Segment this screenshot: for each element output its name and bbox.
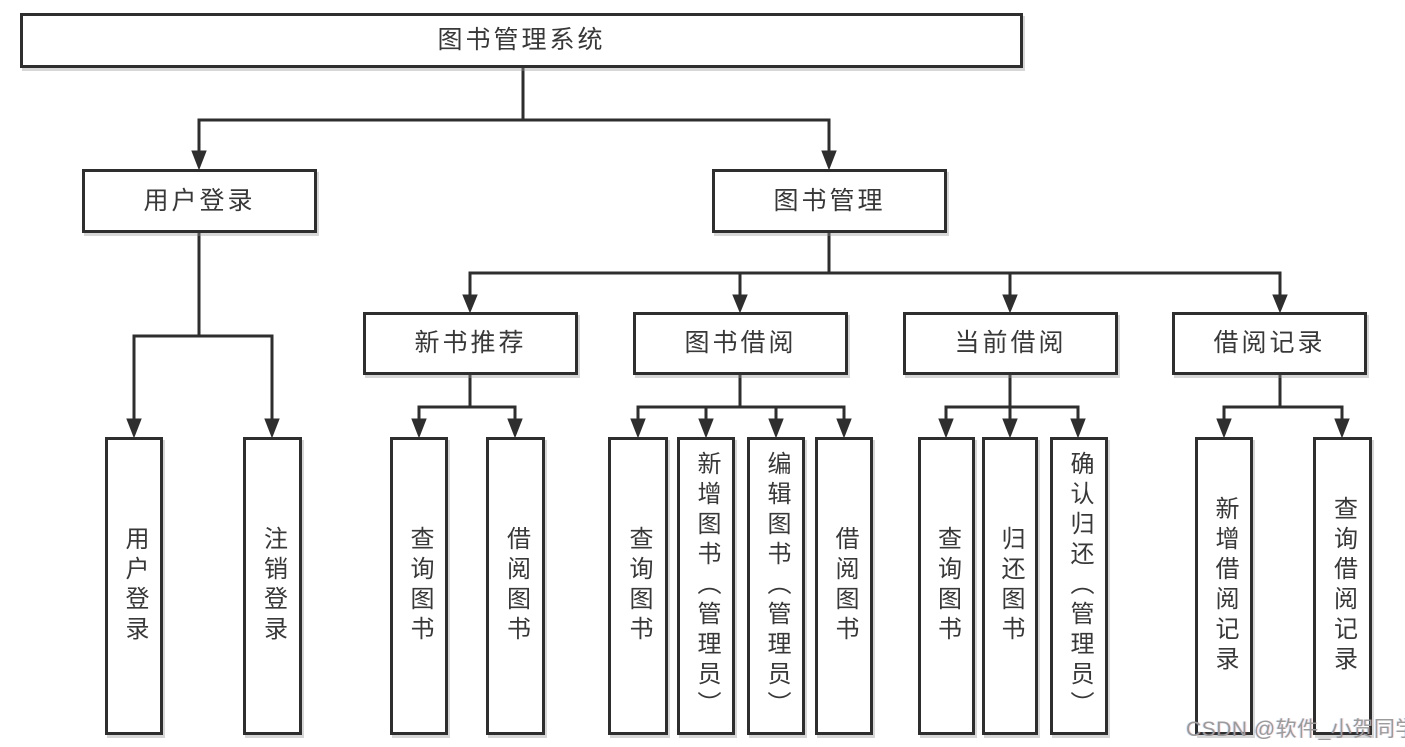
node-leaf-query-books-3-label: 查询图书	[933, 526, 961, 646]
connector-arrowhead	[1002, 294, 1018, 314]
node-book-borrow-label: 图书借阅	[684, 329, 797, 357]
node-leaf-edit-book-admin: 编辑图书（管理员）	[747, 437, 805, 735]
connector-arrowhead	[698, 418, 714, 439]
node-leaf-borrow-books-1-label: 借阅图书	[502, 526, 530, 646]
node-leaf-borrow-books-2: 借阅图书	[815, 437, 873, 735]
node-new-book-recommend-label: 新书推荐	[414, 329, 527, 357]
connector-arrowhead	[507, 418, 523, 439]
node-leaf-add-book-admin: 新增图书（管理员）	[677, 437, 735, 735]
node-leaf-query-borrow-record-label: 查询借阅记录	[1329, 496, 1357, 676]
connector-arrowhead	[126, 418, 142, 439]
node-leaf-query-books-1: 查询图书	[390, 437, 448, 735]
node-user-login: 用户登录	[82, 169, 317, 233]
node-leaf-query-books-2: 查询图书	[608, 437, 668, 735]
node-leaf-borrow-books-1: 借阅图书	[486, 437, 545, 735]
node-book-management-label: 图书管理	[773, 186, 886, 215]
connector-arrowhead	[732, 294, 748, 314]
node-leaf-borrow-books-2-label: 借阅图书	[831, 526, 858, 646]
node-leaf-confirm-return-admin-label: 确认归还（管理员）	[1066, 451, 1093, 721]
node-leaf-add-borrow-record: 新增借阅记录	[1195, 437, 1253, 735]
node-root-label: 图书管理系统	[437, 26, 606, 54]
connector-arrowhead	[1272, 294, 1288, 314]
connector-arrowhead	[1334, 418, 1350, 439]
node-book-management: 图书管理	[712, 169, 947, 233]
node-user-login-label: 用户登录	[143, 186, 256, 215]
node-new-book-recommend: 新书推荐	[363, 312, 578, 375]
connector-arrowhead	[821, 150, 837, 171]
node-leaf-add-book-admin-label: 新增图书（管理员）	[693, 451, 720, 721]
csdn-watermark: CSDN @软件_小贺同学	[1186, 718, 1405, 741]
node-leaf-query-books-1-label: 查询图书	[406, 526, 433, 646]
node-leaf-user-login: 用户登录	[105, 437, 163, 735]
node-current-borrow: 当前借阅	[903, 312, 1118, 375]
connector-arrowhead	[191, 150, 207, 171]
node-leaf-logout: 注销登录	[243, 437, 302, 735]
node-book-borrow: 图书借阅	[633, 312, 848, 375]
node-root: 图书管理系统	[20, 13, 1023, 68]
node-leaf-edit-book-admin-label: 编辑图书（管理员）	[763, 451, 790, 721]
node-leaf-return-book-label: 归还图书	[997, 526, 1024, 646]
node-leaf-user-login-label: 用户登录	[121, 526, 148, 646]
connector-arrowhead	[264, 418, 280, 439]
node-leaf-return-book: 归还图书	[982, 437, 1038, 735]
connector-arrowhead	[938, 418, 954, 439]
node-leaf-confirm-return-admin: 确认归还（管理员）	[1050, 437, 1108, 735]
connector-arrowhead	[768, 418, 784, 439]
node-leaf-logout-label: 注销登录	[259, 526, 287, 646]
connector-arrowhead	[411, 418, 427, 439]
node-leaf-query-books-2-label: 查询图书	[625, 526, 652, 646]
node-leaf-query-borrow-record: 查询借阅记录	[1313, 437, 1372, 735]
connector-arrowhead	[1002, 418, 1018, 439]
connector-arrowhead	[1070, 418, 1086, 439]
connector-arrowhead	[836, 418, 852, 439]
node-borrow-records: 借阅记录	[1172, 312, 1367, 375]
node-leaf-add-borrow-record-label: 新增借阅记录	[1211, 496, 1238, 676]
connector-arrowhead	[462, 294, 478, 314]
connector-arrowhead	[1216, 418, 1232, 439]
node-leaf-query-books-3: 查询图书	[918, 437, 975, 735]
node-borrow-records-label: 借阅记录	[1213, 329, 1326, 357]
connector-arrowhead	[630, 418, 646, 439]
node-current-borrow-label: 当前借阅	[954, 329, 1067, 357]
